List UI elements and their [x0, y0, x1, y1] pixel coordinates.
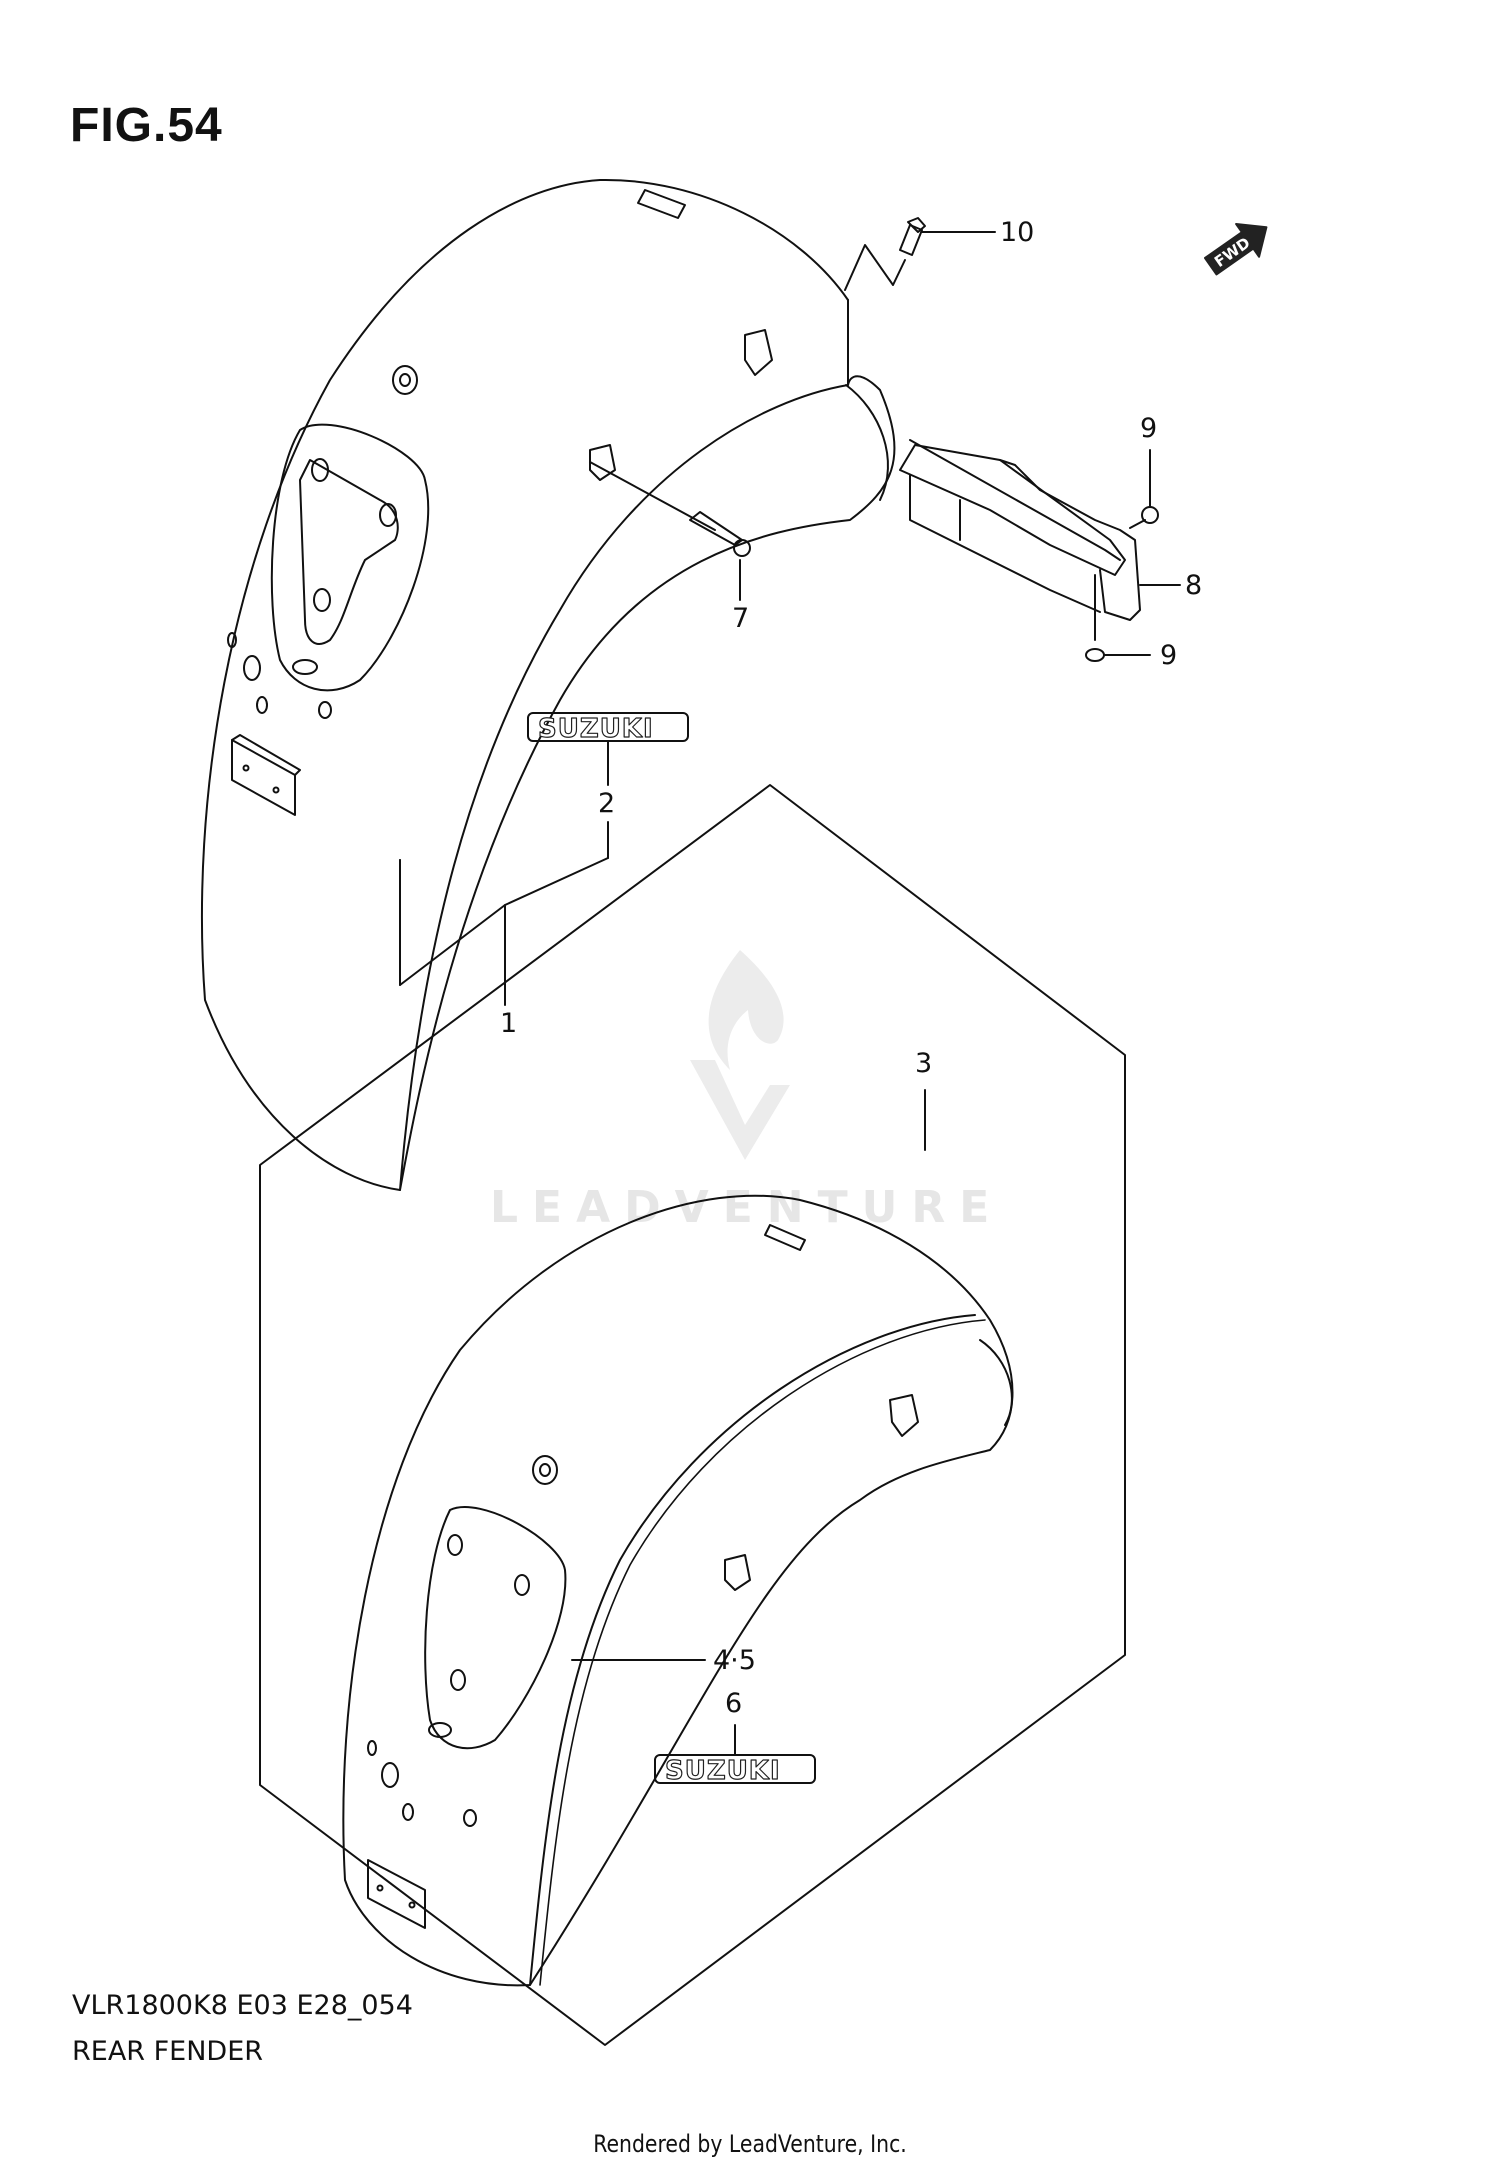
- callout-7[interactable]: 7: [732, 603, 750, 634]
- leadventure-watermark: LEADVENTURE: [490, 950, 1003, 1233]
- callout-9-lower[interactable]: 9: [1160, 640, 1178, 671]
- forward-arrow-icon: FWD: [1204, 222, 1268, 276]
- callout-1-leader: [399, 857, 609, 1006]
- svg-text:LEADVENTURE: LEADVENTURE: [490, 1182, 1003, 1233]
- render-credit: Rendered by LeadVenture, Inc.: [593, 2130, 907, 2158]
- section-name: REAR FENDER: [72, 2036, 264, 2067]
- rear-fender-illustration: [201, 178, 896, 1191]
- rear-fender-set-illustration: [342, 1194, 1014, 1987]
- callout-8[interactable]: 8: [1185, 570, 1203, 601]
- svg-text:SUZUKI: SUZUKI: [538, 714, 654, 744]
- emblem-2-illustration: SUZUKI: [527, 712, 689, 859]
- callout-4-5[interactable]: 4·5: [713, 1645, 756, 1676]
- figure-title: FIG.54: [70, 99, 223, 152]
- callout-1[interactable]: 1: [500, 1008, 518, 1039]
- callout-9-upper[interactable]: 9: [1140, 413, 1158, 444]
- svg-text:SUZUKI: SUZUKI: [665, 1756, 781, 1786]
- callout-2[interactable]: 2: [598, 788, 616, 819]
- model-code: VLR1800K8 E03 E28_054: [72, 1990, 413, 2021]
- assembly-set-outline: [259, 784, 1126, 2046]
- bolt-7-illustration: [589, 461, 751, 601]
- bolt-10-illustration: [844, 217, 996, 291]
- callout-3[interactable]: 3: [915, 1048, 933, 1079]
- callout-6[interactable]: 6: [725, 1688, 743, 1719]
- bracket-8-illustration: [899, 439, 1181, 662]
- emblem-6-illustration: SUZUKI: [654, 1724, 816, 1787]
- callout-10[interactable]: 10: [1000, 217, 1035, 248]
